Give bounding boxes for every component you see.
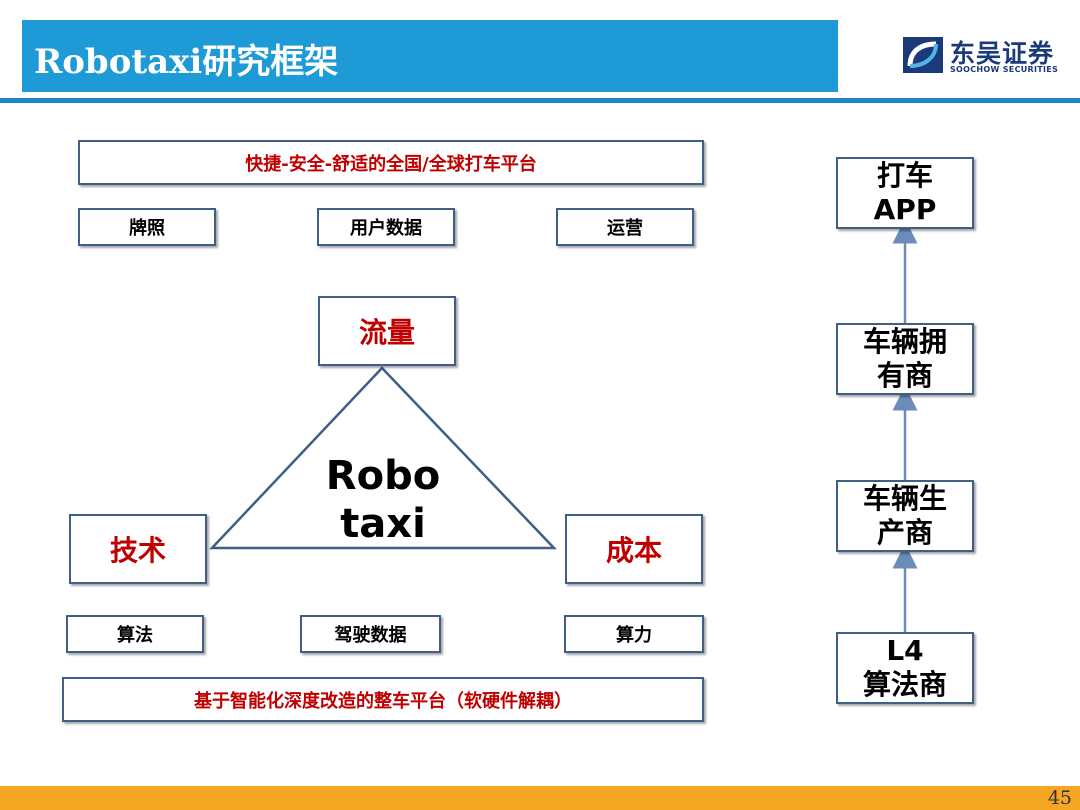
vehicle-maker-line-2: 产商: [876, 516, 933, 549]
footer-bar: [0, 786, 1080, 810]
page-number: 45: [1047, 787, 1072, 809]
vehicle-owner-box: 车辆拥 有商: [836, 323, 974, 395]
company-logo: 东吴证券 SOOCHOW SECURITIES: [902, 34, 1072, 80]
vehicle-owner-line-1: 车辆拥: [862, 325, 947, 358]
algorithm-box: 算法: [66, 615, 204, 653]
cost-label: 成本: [605, 534, 662, 567]
ride-hailing-app-line-1: 打车: [876, 159, 933, 192]
algorithm-label: 算法: [117, 625, 153, 646]
traffic-label: 流量: [358, 316, 415, 349]
title-bar: Robotaxi研究框架: [22, 20, 838, 92]
bottom-banner-text: 基于智能化深度改造的整车平台（软硬件解耦）: [194, 690, 572, 712]
logo-mark-icon: [903, 37, 943, 73]
license-label: 牌照: [129, 218, 165, 239]
top-banner-text: 快捷-安全-舒适的全国/全球打车平台: [245, 153, 537, 175]
title-rule: [0, 98, 1080, 103]
robotaxi-triangle: [209, 366, 557, 550]
vehicle-maker-box: 车辆生 产商: [836, 480, 974, 552]
user-data-label: 用户数据: [350, 218, 422, 239]
bottom-banner-box: 基于智能化深度改造的整车平台（软硬件解耦）: [62, 677, 704, 722]
user-data-box: 用户数据: [317, 208, 455, 246]
operations-label: 运营: [607, 218, 643, 239]
logo-name: 东吴证券: [950, 39, 1055, 68]
operations-box: 运营: [556, 208, 694, 246]
ride-hailing-app-box: 打车 APP: [836, 157, 974, 229]
technology-box: 技术: [69, 514, 207, 584]
vehicle-owner-line-2: 有商: [876, 359, 933, 392]
robotaxi-center-label: Robo taxi: [300, 452, 466, 548]
driving-data-box: 驾驶数据: [300, 615, 441, 653]
l4-algorithm-vendor-box: L4 算法商: [836, 632, 974, 704]
top-banner-box: 快捷-安全-舒适的全国/全球打车平台: [78, 140, 704, 185]
slide-title: Robotaxi研究框架: [34, 42, 339, 82]
driving-data-label: 驾驶数据: [334, 625, 407, 646]
logo-subtitle: SOOCHOW SECURITIES: [950, 65, 1059, 74]
cost-box: 成本: [565, 514, 703, 584]
compute-label: 算力: [616, 625, 652, 646]
compute-box: 算力: [564, 615, 704, 653]
vehicle-maker-line-1: 车辆生: [862, 482, 947, 515]
l4-algorithm-vendor-line-1: L4: [886, 634, 924, 667]
license-box: 牌照: [78, 208, 216, 246]
l4-algorithm-vendor-line-2: 算法商: [862, 668, 947, 701]
traffic-box: 流量: [318, 296, 456, 366]
robotaxi-line-2: taxi: [340, 501, 426, 547]
ride-hailing-app-line-2: APP: [873, 193, 937, 226]
technology-label: 技术: [109, 534, 166, 567]
robotaxi-line-1: Robo: [325, 453, 441, 499]
